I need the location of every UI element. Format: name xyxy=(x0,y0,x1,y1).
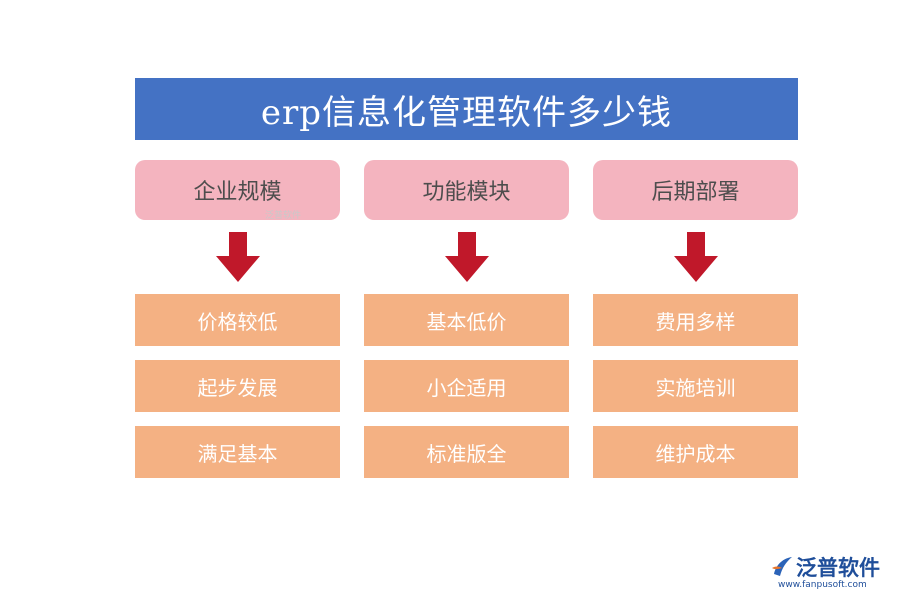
logo-name: 泛普软件 xyxy=(796,556,880,580)
column-header: 企业规模 泛普软件 xyxy=(135,160,340,221)
item-label: 满足基本 xyxy=(197,441,278,466)
column-function-modules: 功能模块 基本低价 小企适用 标准版全 xyxy=(364,160,569,492)
page-title: erp信息化管理软件多少钱 xyxy=(135,78,798,140)
item-label: 标准版全 xyxy=(426,441,507,466)
down-arrow-icon xyxy=(364,220,569,294)
item-label: 实施培训 xyxy=(655,375,736,400)
brand-logo: 泛普软件 www.fanpusoft.com xyxy=(770,552,890,596)
column-header: 后期部署 xyxy=(593,160,798,220)
down-arrow-icon xyxy=(593,220,798,294)
fanpu-logo-icon xyxy=(772,557,792,576)
item-box: 基本低价 xyxy=(364,294,569,346)
item-box: 标准版全 xyxy=(364,426,569,478)
item-box: 实施培训 xyxy=(593,360,798,412)
column-enterprise-scale: 企业规模 泛普软件 价格较低 起步发展 满足基本 xyxy=(135,160,340,492)
item-label: 起步发展 xyxy=(197,375,278,400)
item-box: 满足基本 xyxy=(135,426,340,478)
item-label: 费用多样 xyxy=(655,309,736,334)
item-label: 小企适用 xyxy=(426,375,507,400)
item-label: 维护成本 xyxy=(655,441,736,466)
item-label: 基本低价 xyxy=(426,309,507,334)
column-header-label: 后期部署 xyxy=(651,180,740,205)
down-arrow-icon xyxy=(135,220,340,294)
item-box: 费用多样 xyxy=(593,294,798,346)
logo-url: www.fanpusoft.com xyxy=(778,580,867,590)
column-header-label: 企业规模 xyxy=(193,180,282,205)
item-box: 维护成本 xyxy=(593,426,798,478)
column-later-deployment: 后期部署 费用多样 实施培训 维护成本 xyxy=(593,160,798,492)
column-header: 功能模块 xyxy=(364,160,569,220)
item-label: 价格较低 xyxy=(197,309,278,334)
column-header-label: 功能模块 xyxy=(422,180,511,205)
watermark-text: 泛普软件 xyxy=(265,211,302,221)
page-title-text: erp信息化管理软件多少钱 xyxy=(260,92,673,133)
item-box: 起步发展 xyxy=(135,360,340,412)
item-box: 价格较低 xyxy=(135,294,340,346)
item-box: 小企适用 xyxy=(364,360,569,412)
